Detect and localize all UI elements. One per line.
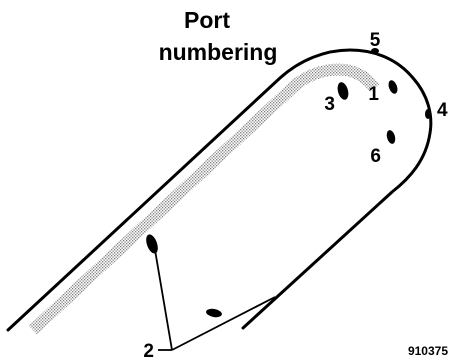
port-6-marker (386, 130, 396, 144)
component-outline (6, 48, 433, 332)
port-label-1: 1 (368, 84, 379, 105)
port-1-marker (388, 80, 398, 94)
inner-shading-band (28, 63, 380, 335)
port-5-marker (371, 48, 379, 54)
port-2-marker-upper (146, 234, 158, 254)
port-label-6: 6 (370, 146, 381, 167)
port-label-4: 4 (437, 100, 448, 121)
port-label-3: 3 (324, 94, 335, 115)
port-2-marker-lower (206, 308, 222, 318)
port-2-leader-lines (154, 249, 276, 351)
port-label-5: 5 (370, 30, 381, 51)
port-4-marker (425, 109, 431, 119)
diagram-title-line-1: Port (184, 7, 230, 33)
port-label-2: 2 (143, 341, 154, 362)
diagram-title-line-2: numbering (159, 39, 278, 65)
figure-reference-code: 910375 (408, 344, 448, 358)
port-3-marker (337, 82, 349, 100)
